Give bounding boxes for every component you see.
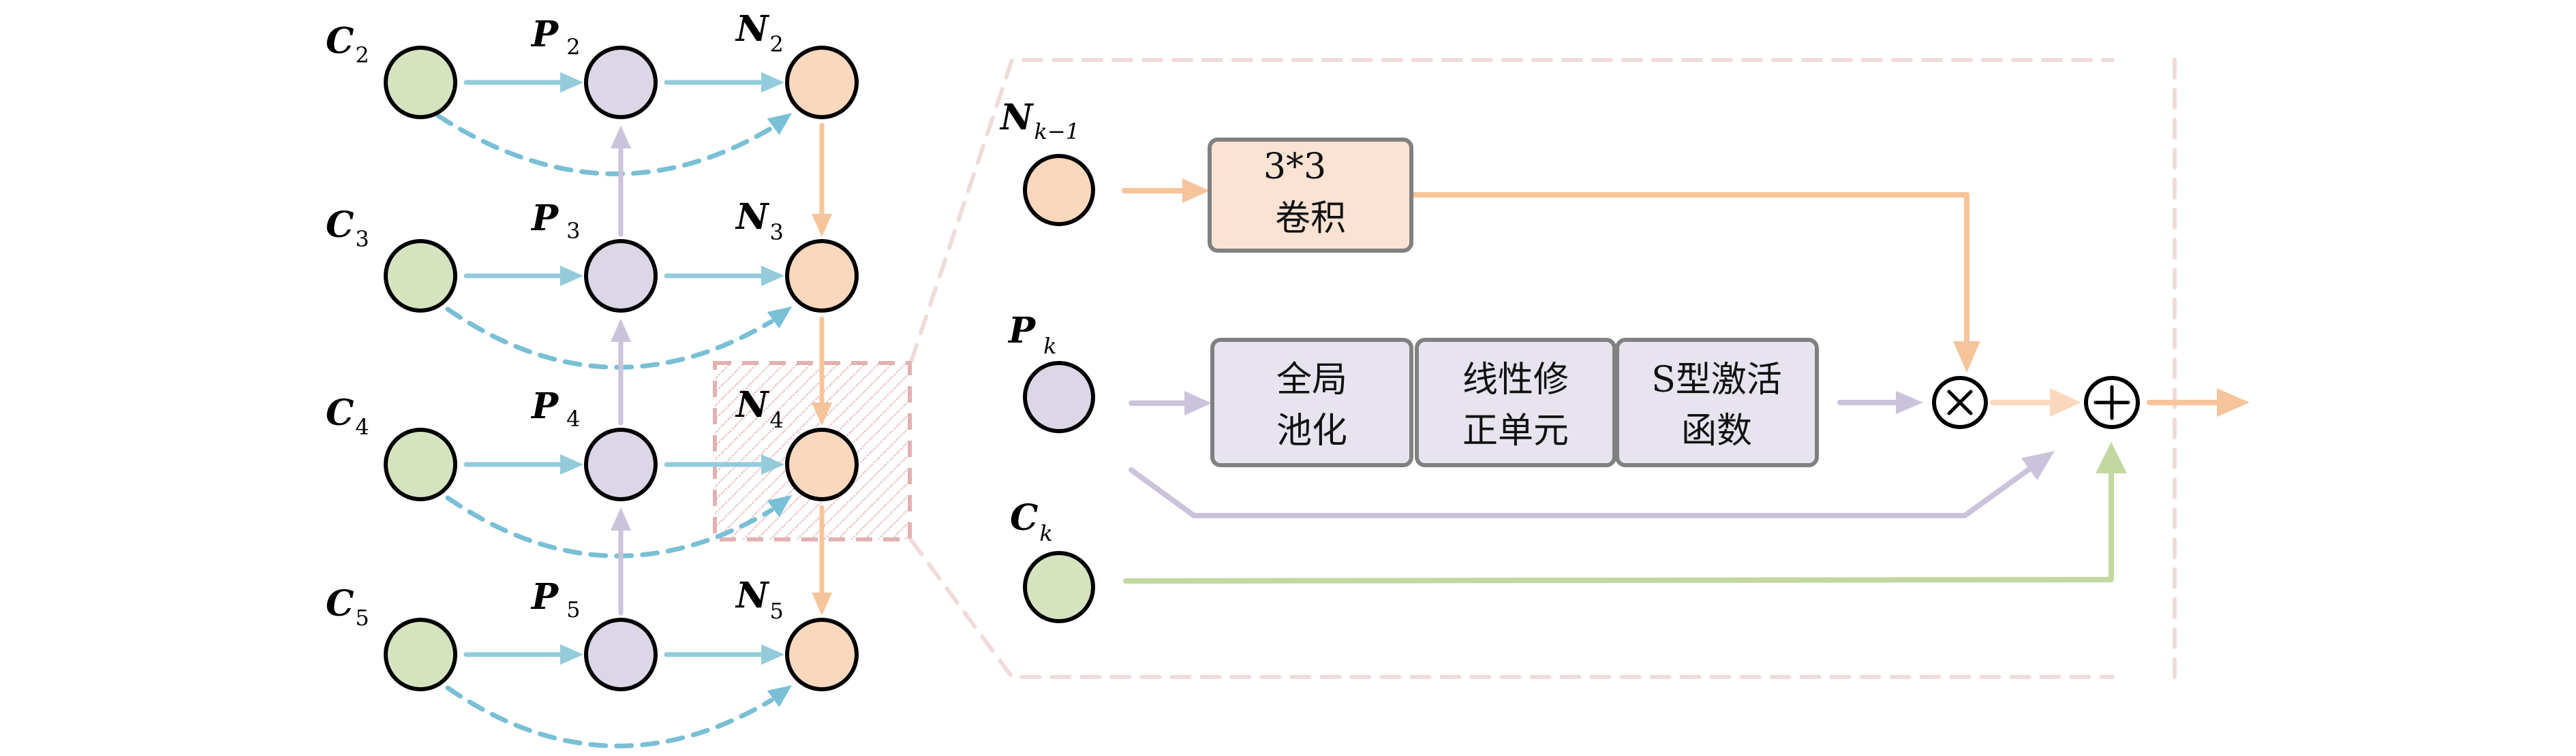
- edge-c2-p2-head: [560, 72, 583, 93]
- edge-ck-add: [1123, 468, 2114, 584]
- edge-p3-p2-head: [611, 125, 631, 148]
- edge-add-output-head: [2217, 388, 2250, 417]
- pipeline-box-2-line2: 正单元: [1462, 411, 1569, 452]
- left-panel-nodes: [384, 46, 859, 691]
- edge-c4-p4-head: [560, 454, 583, 475]
- pipeline-box-2-line1: 线性修: [1462, 360, 1569, 400]
- edge-skip-c5-n5-head: [767, 685, 792, 708]
- edge-skip-c4-n4: [445, 495, 774, 558]
- node-n3: [785, 239, 859, 313]
- edge-conv-multiply: [1409, 192, 1969, 347]
- node-p-k: [1023, 361, 1095, 433]
- node-p3: [584, 239, 658, 313]
- pipeline-box-1-line1: 全局: [1276, 360, 1347, 400]
- label-c2: C2: [326, 20, 369, 68]
- node-c3: [384, 239, 457, 313]
- edge-skip-c2-n2-head: [767, 113, 792, 136]
- node-c5: [384, 618, 457, 691]
- edge-conv-multiply-head: [1953, 341, 1980, 373]
- label-n3: N3: [735, 196, 784, 245]
- pipeline-box-global-pooling: 全局 池化: [1210, 338, 1413, 467]
- edge-skip-c3-n3: [445, 306, 774, 370]
- node-n5: [785, 618, 859, 691]
- edge-ck-add-head: [2096, 442, 2127, 473]
- conv-box-line2: 卷积: [1275, 198, 1346, 239]
- node-c4: [384, 428, 457, 501]
- edge-c5-p5-head: [560, 644, 583, 665]
- edge-p2-n2-head: [761, 72, 784, 93]
- edge-p5-p4-head: [611, 507, 631, 531]
- edge-pk-bypass-add: [1129, 464, 2034, 518]
- edge-skip-c2-n2: [435, 113, 774, 176]
- label-c5: C5: [326, 583, 369, 631]
- edge-pk-bypass-add-head: [2021, 451, 2055, 481]
- pipeline-box-3-line2: 函数: [1681, 411, 1752, 452]
- label-n5: N5: [735, 575, 784, 624]
- edge-n4-n5-head: [812, 593, 832, 616]
- edge-n2-n3-head: [812, 214, 832, 237]
- pipeline-box-sigmoid: S型激活 函数: [1615, 338, 1819, 467]
- label-c-k: Ck: [1010, 497, 1053, 546]
- edge-multiply-add-head: [2050, 388, 2081, 417]
- label-n2: N2: [735, 8, 784, 57]
- zoom-frame-outline: [909, 58, 2115, 364]
- conv-box-line1: 3*3: [1263, 146, 1326, 187]
- label-c4: C4: [326, 392, 369, 440]
- node-n-prev: [1023, 154, 1095, 226]
- edge-n3-n4-head: [812, 403, 832, 426]
- multiply-operator: [1932, 376, 1988, 429]
- node-p5: [584, 618, 658, 691]
- edge-skip-c5-n5: [445, 685, 774, 749]
- pipeline-box-relu: 线性修 正单元: [1415, 338, 1616, 467]
- label-n4: N4: [735, 384, 784, 433]
- node-c2: [384, 46, 457, 119]
- left-panel-edges: [435, 72, 832, 749]
- edge-p4-n4-head: [761, 454, 784, 475]
- node-p4: [584, 428, 658, 501]
- pipeline-box-3-line1: S型激活: [1651, 360, 1782, 400]
- edge-skip-c3-n3-head: [767, 306, 792, 329]
- right-panel-edges: [1122, 178, 2250, 584]
- edge-skip-c4-n4-head: [767, 495, 792, 518]
- label-n-prev: Nk−1: [999, 97, 1079, 144]
- pipeline-box-1-line2: 池化: [1276, 411, 1347, 452]
- zoom-frame: [909, 58, 2177, 679]
- zoom-frame-outline-bottom: [909, 538, 2115, 679]
- edge-nprev-conv-head: [1182, 178, 1210, 203]
- conv-box: 3*3 卷积: [1208, 138, 1413, 253]
- node-p2: [584, 46, 658, 119]
- edge-p3-n3-head: [761, 266, 784, 286]
- add-operator: [2084, 376, 2140, 429]
- node-n4: [785, 428, 859, 501]
- edge-c3-p3-head: [560, 266, 583, 286]
- label-c3: C3: [326, 204, 369, 252]
- edge-pk-pipeline-head: [1184, 391, 1212, 415]
- node-n2: [785, 46, 859, 119]
- edge-p5-n5-head: [761, 644, 784, 665]
- edge-pipeline-multiply-head: [1896, 391, 1923, 414]
- node-c-k: [1023, 551, 1095, 623]
- edge-p4-p3-head: [611, 319, 631, 342]
